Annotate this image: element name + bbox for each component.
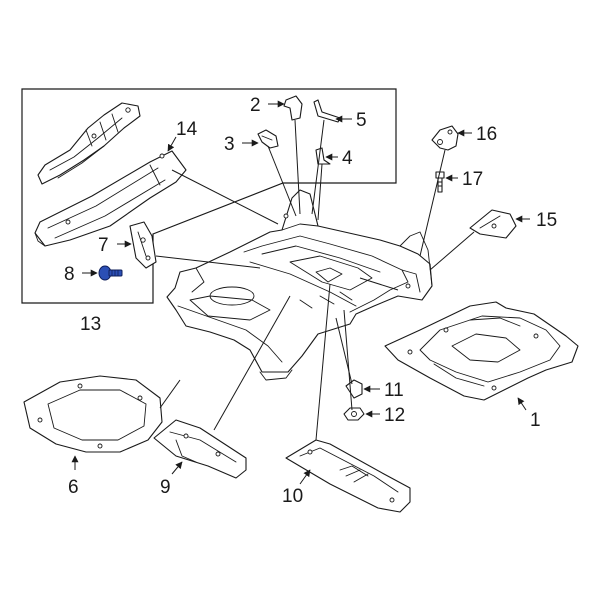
rear-floor-pan[interactable] (166, 189, 433, 381)
callout-8: 8 (64, 264, 75, 285)
part-4-bracket[interactable] (315, 147, 331, 165)
callout-arrows (71, 100, 530, 485)
part-2-bracket[interactable] (283, 95, 303, 121)
callout-15: 15 (536, 210, 557, 231)
part-17-bolt[interactable] (435, 171, 445, 193)
callout-9: 9 (160, 477, 171, 498)
callout-16: 16 (476, 124, 497, 145)
callout-13: 13 (80, 314, 101, 335)
leader-lines (155, 119, 475, 441)
callout-labels: 2 5 3 4 14 7 8 13 16 17 15 1 11 12 6 9 1… (64, 95, 557, 507)
part-6-cover[interactable] (23, 375, 163, 453)
callout-7: 7 (98, 235, 109, 256)
inset-box-13 (21, 88, 397, 304)
callout-1: 1 (530, 410, 541, 431)
part-15-bracket[interactable] (469, 209, 517, 239)
part-12-nut[interactable] (343, 407, 365, 421)
part-11-clip[interactable] (345, 379, 363, 399)
callout-14: 14 (176, 119, 198, 140)
callout-3: 3 (224, 134, 235, 155)
callout-11: 11 (384, 380, 404, 401)
part-16-bracket[interactable] (431, 125, 459, 151)
part-9-crossmember[interactable] (153, 419, 247, 479)
callout-17: 17 (462, 169, 483, 190)
callout-10: 10 (282, 486, 303, 507)
part-13-upper-rail[interactable] (37, 102, 141, 185)
part-3-bracket[interactable] (257, 129, 279, 149)
callout-2: 2 (250, 95, 261, 116)
part-10-rail[interactable] (285, 439, 411, 513)
callout-5: 5 (356, 110, 367, 131)
part-7-bracket[interactable] (129, 221, 157, 269)
callout-6: 6 (68, 477, 79, 498)
part-8-bolt-highlighted[interactable] (98, 265, 123, 281)
callout-4: 4 (342, 148, 353, 169)
callout-12: 12 (384, 405, 405, 426)
part-14-rail[interactable] (34, 150, 187, 247)
part-1-floor-panel[interactable] (384, 301, 579, 401)
